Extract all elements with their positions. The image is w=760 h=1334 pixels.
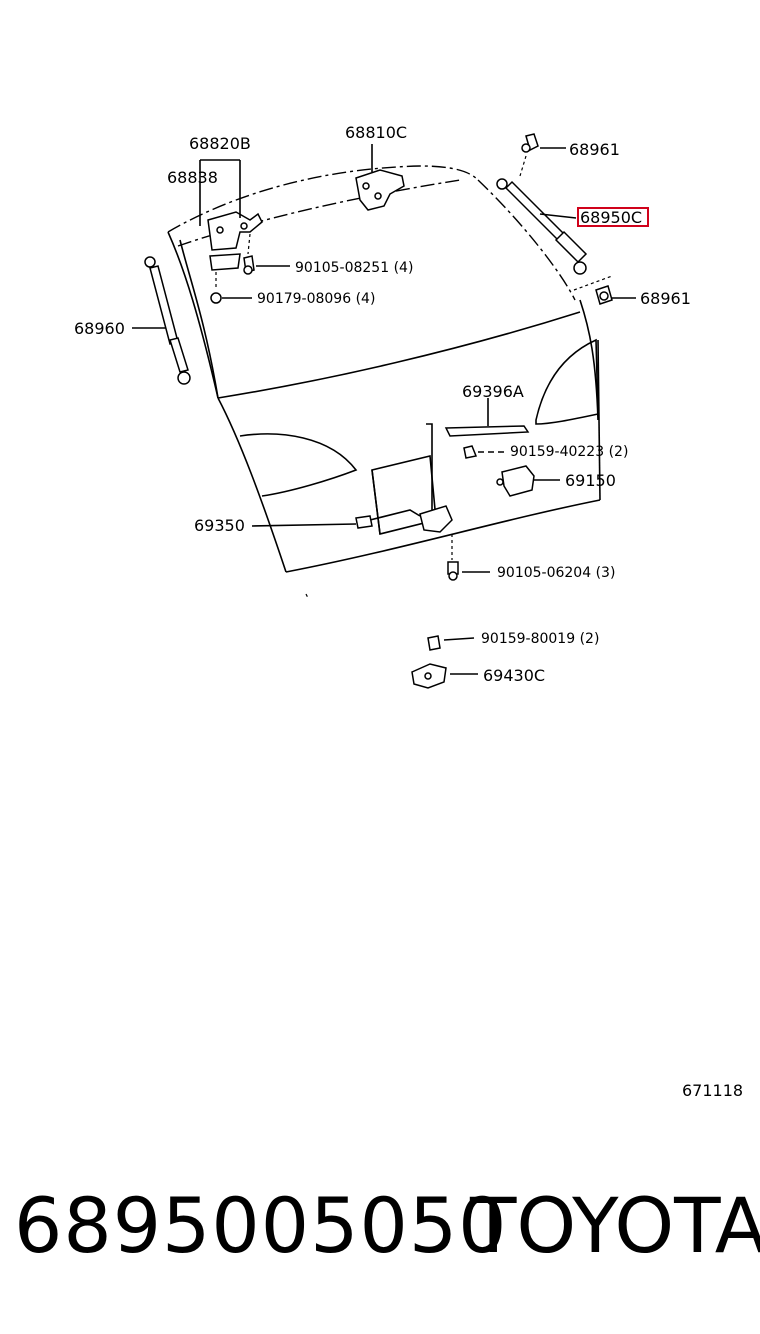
label-69430C: 69430C bbox=[483, 666, 545, 685]
stay-damper-right bbox=[496, 178, 588, 275]
label-68950C[interactable]: 68950C bbox=[580, 208, 642, 227]
hinge-part-68810C bbox=[355, 144, 405, 211]
label-68810C: 68810C bbox=[345, 123, 407, 142]
tailgate-outline bbox=[167, 165, 601, 573]
label-90159-80019: 90159-80019 (2) bbox=[481, 631, 599, 647]
label-69396A: 69396A bbox=[462, 382, 524, 401]
label-90159-40223: 90159-40223 (2) bbox=[510, 444, 628, 460]
screw-90159-40223 bbox=[463, 445, 504, 459]
bolt-90105-06204 bbox=[447, 534, 490, 581]
hinge-part-68820B bbox=[199, 159, 263, 271]
label-68961-top: 68961 bbox=[569, 140, 620, 159]
stray-mark bbox=[305, 593, 309, 599]
label-90179-08096: 90179-08096 (4) bbox=[257, 291, 375, 307]
highlight-box bbox=[577, 207, 649, 227]
stay-damper-left bbox=[132, 256, 191, 385]
striker-69430C bbox=[411, 663, 478, 689]
lock-assembly-69350 bbox=[251, 423, 453, 533]
nut-90179-08096 bbox=[210, 272, 252, 304]
label-90105-08251: 90105-08251 (4) bbox=[295, 260, 413, 276]
label-68838: 68838 bbox=[167, 168, 218, 187]
label-90105-06204: 90105-06204 (3) bbox=[497, 565, 615, 581]
label-69150: 69150 bbox=[565, 471, 616, 490]
diagram-id: 671118 bbox=[682, 1081, 743, 1100]
label-69350: 69350 bbox=[194, 516, 245, 535]
screw-90159-80019 bbox=[427, 635, 475, 651]
label-68960: 68960 bbox=[74, 319, 125, 338]
part-number: 6895005050 bbox=[14, 1181, 508, 1270]
brand-name: TOYOTA bbox=[470, 1181, 760, 1270]
stud-68961-top bbox=[519, 133, 566, 177]
bolt-90105-08251 bbox=[243, 233, 290, 275]
rod-69396A bbox=[444, 398, 530, 437]
label-68961-right: 68961 bbox=[640, 289, 691, 308]
stud-68961-right bbox=[573, 275, 636, 305]
label-68820B: 68820B bbox=[189, 134, 251, 153]
actuator-69150 bbox=[496, 465, 560, 497]
